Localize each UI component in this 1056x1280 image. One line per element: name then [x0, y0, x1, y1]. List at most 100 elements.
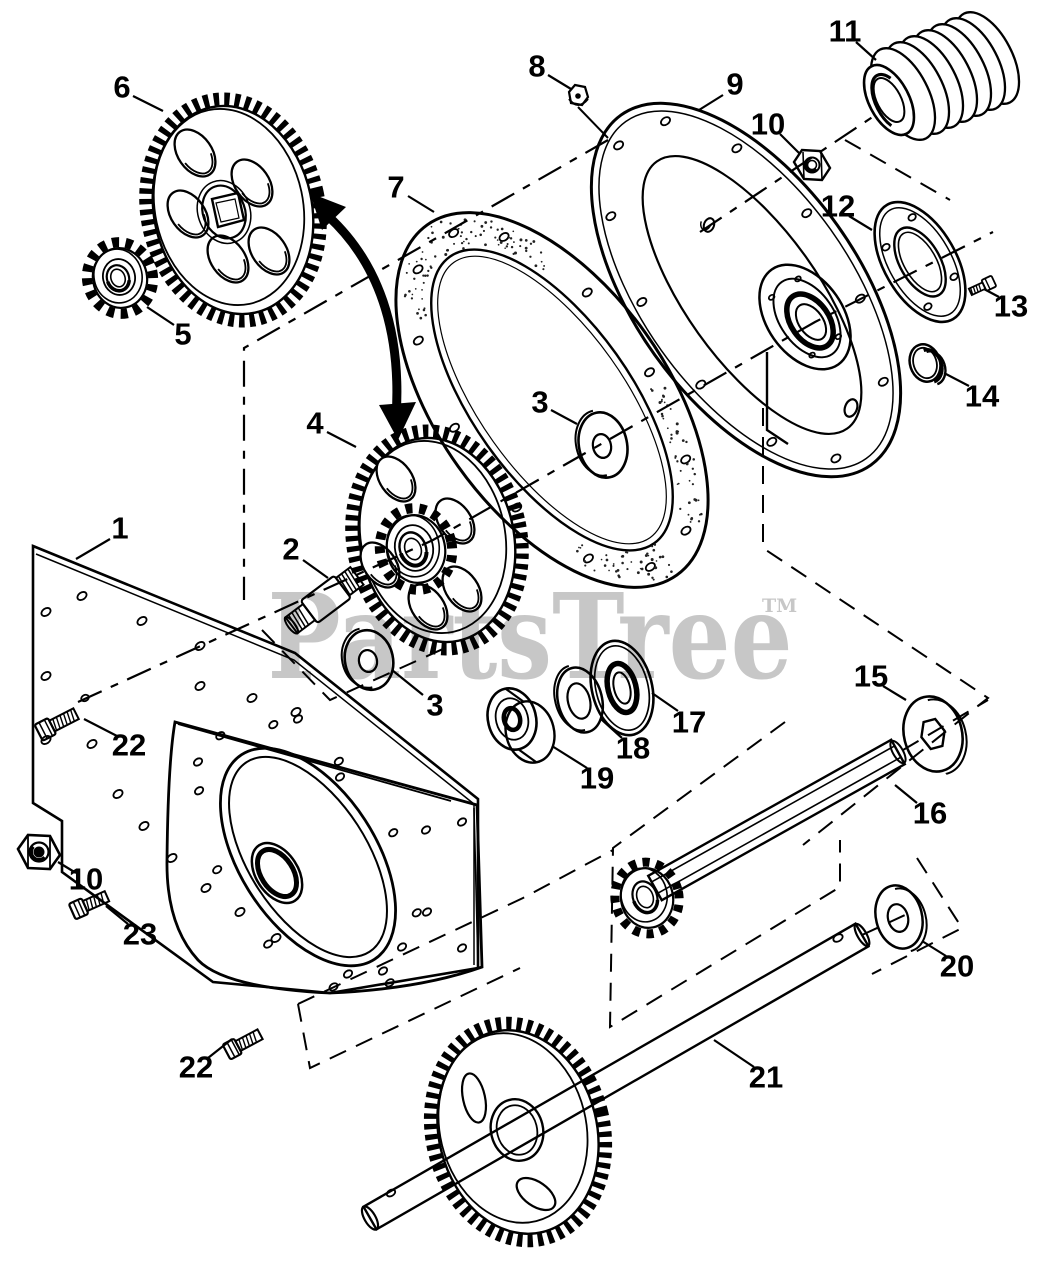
callout-17: 17	[651, 692, 706, 740]
part-22-bolt-upper	[34, 707, 81, 742]
callout-5: 5	[146, 306, 192, 352]
part-8-nut	[567, 83, 590, 107]
part-13-screw	[967, 275, 997, 297]
callout-13: 13	[983, 288, 1028, 324]
callout-label-3: 3	[531, 385, 548, 420]
callout-label-15: 15	[854, 659, 888, 694]
callout-layer: 1233456789101011121314151617181920212222…	[57, 14, 1028, 1095]
callout-label-9: 9	[726, 67, 743, 102]
callout-8: 8	[528, 49, 609, 139]
part-18-washer	[553, 664, 605, 734]
callout-20: 20	[921, 940, 974, 984]
callout-label-2: 2	[282, 532, 299, 567]
part-10-hex-nut-upper	[792, 148, 832, 182]
hex-shaft-pinion	[610, 857, 684, 939]
part-12-flange	[873, 200, 967, 324]
callout-label-21: 21	[749, 1060, 783, 1095]
callout-7: 7	[387, 170, 435, 213]
cover-hub-holes	[767, 275, 843, 359]
callout-15: 15	[854, 659, 907, 701]
callout-label-7: 7	[387, 170, 404, 205]
callout-2: 2	[282, 532, 329, 579]
gear-6-lightening-holes	[166, 128, 291, 284]
gear-6-square-bore	[210, 191, 246, 229]
callout-label-16: 16	[913, 796, 947, 831]
callout-label-22: 22	[112, 728, 146, 763]
callout-label-10: 10	[751, 107, 785, 142]
callout-label-14: 14	[965, 379, 1000, 414]
callout-23: 23	[105, 905, 157, 952]
part-6-large-gear	[139, 92, 327, 328]
part-3-washer-upper	[574, 409, 629, 479]
callout-3: 3	[391, 669, 444, 723]
mesh-direction-arrow	[310, 193, 416, 440]
watermark-tm: TM	[762, 595, 797, 617]
callout-label-5: 5	[174, 317, 191, 352]
callout-12: 12	[821, 189, 873, 231]
part-22-bolt-lower	[222, 1028, 265, 1061]
callout-label-11: 11	[829, 14, 862, 49]
callout-label-6: 6	[113, 70, 130, 105]
part-21-axle-shaft	[360, 922, 871, 1231]
cover-hub	[758, 263, 852, 371]
callout-18: 18	[600, 718, 650, 766]
callout-22: 22	[179, 1038, 233, 1085]
callout-label-20: 20	[940, 949, 974, 984]
gear-4-pinion-teeth	[374, 503, 458, 595]
gear-4-teeth	[345, 424, 529, 656]
callout-label-18: 18	[616, 731, 650, 766]
callout-22: 22	[83, 718, 146, 763]
housing-holes	[192, 714, 468, 992]
part-2-stud	[283, 565, 365, 635]
callout-10: 10	[751, 107, 800, 154]
part-7-gasket	[394, 211, 710, 589]
part-20-washer	[874, 884, 928, 953]
part-4-gear-cluster	[345, 424, 529, 656]
part-14-cap	[908, 343, 947, 386]
callout-9: 9	[698, 67, 744, 111]
screw-tip	[80, 693, 90, 703]
part-10-hex-nut-lower	[16, 833, 62, 871]
cover-rim-holes	[605, 116, 889, 464]
callout-label-19: 19	[580, 761, 614, 796]
callout-4: 4	[306, 406, 357, 448]
callout-label-22: 22	[179, 1050, 213, 1085]
callout-label-3: 3	[426, 688, 443, 723]
gear-4-lightening-holes	[359, 455, 483, 631]
callout-11: 11	[829, 14, 877, 61]
part-9-cover	[589, 101, 903, 479]
gear-5-teeth	[81, 237, 159, 319]
flange-holes	[881, 213, 959, 311]
callout-6: 6	[113, 70, 164, 112]
bearing-housing-plate	[165, 714, 484, 995]
axle-gear	[423, 1016, 613, 1248]
callout-label-17: 17	[672, 705, 706, 740]
alignment-centerlines	[77, 111, 994, 1070]
hex-shaft-pinion-teeth	[610, 857, 684, 939]
callout-label-8: 8	[528, 49, 545, 84]
housing-bore	[250, 841, 304, 905]
part-15-hex-washer	[902, 695, 968, 776]
callout-21: 21	[713, 1039, 783, 1095]
callout-label-13: 13	[994, 289, 1028, 324]
part-11-worm	[862, 11, 1021, 141]
part-5-pinion-gear	[81, 237, 159, 319]
callout-1: 1	[75, 511, 129, 560]
part-19-bushing	[486, 687, 556, 764]
callout-16: 16	[894, 784, 947, 831]
part-23-bolt	[68, 889, 111, 920]
callout-label-23: 23	[123, 917, 157, 952]
part-16-hex-shaft	[646, 738, 907, 902]
callout-label-12: 12	[821, 189, 855, 224]
callout-19: 19	[551, 745, 614, 796]
callout-3: 3	[531, 385, 578, 425]
callout-label-10: 10	[69, 862, 103, 897]
callout-10: 10	[57, 861, 103, 897]
part-3-washer-lower	[340, 627, 395, 692]
gear-6-teeth	[139, 92, 327, 328]
callout-14: 14	[943, 372, 1000, 414]
callout-label-4: 4	[306, 406, 324, 441]
cover-flat-edge	[765, 352, 789, 445]
